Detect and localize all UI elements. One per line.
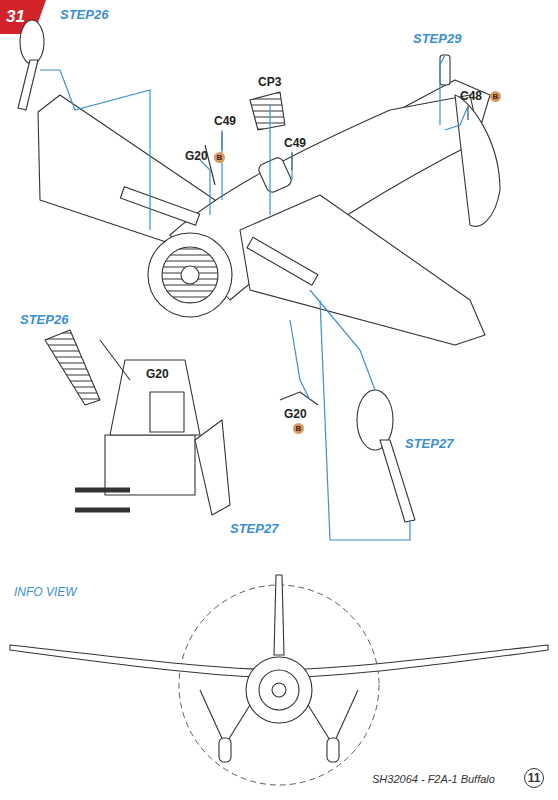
- page-number: 11: [524, 768, 544, 788]
- part-number: C49: [214, 115, 236, 127]
- part-number: CP3: [258, 76, 281, 88]
- step-reference: STEP26: [20, 313, 68, 326]
- step-reference: STEP27: [230, 522, 278, 535]
- sprue-marker: B: [293, 423, 304, 434]
- sprue-marker: B: [214, 152, 225, 163]
- step-reference: STEP26: [60, 8, 108, 21]
- step-reference: STEP27: [405, 437, 453, 450]
- part-number: G20: [146, 368, 169, 380]
- part-number: C49: [284, 137, 306, 149]
- part-number: G20: [284, 408, 307, 420]
- step-number: 31: [6, 8, 25, 25]
- step-reference: STEP29: [413, 32, 461, 45]
- view-title: INFO VIEW: [14, 586, 77, 598]
- part-number: C48: [460, 90, 482, 102]
- sprue-marker: B: [490, 91, 501, 102]
- part-number: G20: [185, 150, 208, 162]
- model-code: SH32064 - F2A-1 Buffalo: [372, 774, 495, 785]
